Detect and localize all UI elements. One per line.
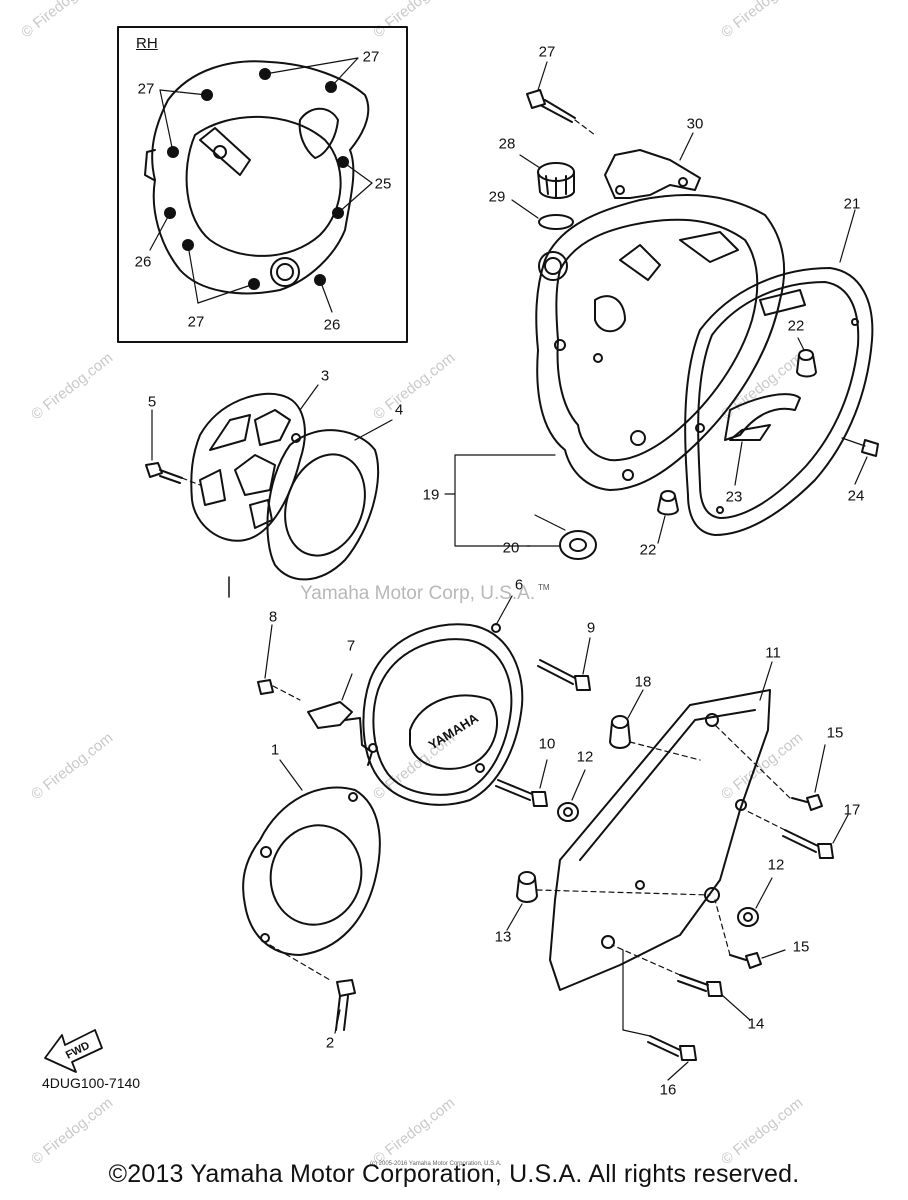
callout-number: 29 xyxy=(488,188,506,206)
tm-mark: TM xyxy=(538,583,550,592)
part-11-plate xyxy=(549,661,773,991)
callout-number: 20 xyxy=(502,539,520,557)
part-30-bracket xyxy=(604,132,701,199)
part-3-plate xyxy=(190,392,306,542)
part-24-bolt xyxy=(841,437,879,485)
callout-number: 25 xyxy=(374,175,392,193)
callout-number: 7 xyxy=(346,637,356,655)
part-23-shoe xyxy=(724,393,801,486)
callout-number: 1 xyxy=(270,741,280,759)
tiny-notice: (c) 2005-2016 Yamaha Motor Corporation, … xyxy=(370,1161,502,1167)
part-21-gasket xyxy=(684,209,874,536)
part-19-crankcase-cover xyxy=(535,194,786,491)
part-16-bolt xyxy=(622,949,697,1081)
callout-number: 3 xyxy=(320,367,330,385)
cover-logo: YAMAHA xyxy=(426,710,482,753)
callout-number: 26 xyxy=(134,253,152,271)
part-29-oring xyxy=(511,199,574,230)
callout-number: 6 xyxy=(514,576,524,594)
callout-number: 27 xyxy=(187,313,205,331)
part-10-bolt xyxy=(495,759,548,807)
center-watermark: Yamaha Motor Corp, U.S.A. xyxy=(300,583,536,604)
part-12-collar xyxy=(737,877,773,927)
callout-number: 5 xyxy=(147,393,157,411)
callout-number: 21 xyxy=(843,195,861,213)
part-19-bracket xyxy=(454,454,556,547)
callout-number: 24 xyxy=(847,487,865,505)
callout-number: 27 xyxy=(538,43,556,61)
callout-number: 30 xyxy=(686,115,704,133)
callout-number: 10 xyxy=(538,735,556,753)
callout-number: 15 xyxy=(792,938,810,956)
part-6-clutch-cover xyxy=(344,595,524,806)
callout-number: 2 xyxy=(325,1034,335,1052)
callout-number: 8 xyxy=(268,608,278,626)
callout-number: 14 xyxy=(747,1015,765,1033)
callout-number: 16 xyxy=(659,1081,677,1099)
part-8-bolt xyxy=(257,624,301,701)
part-4-gasket xyxy=(266,429,380,581)
callout-number: 9 xyxy=(586,619,596,637)
callout-number: 18 xyxy=(634,673,652,691)
callout-number: 15 xyxy=(826,724,844,742)
part-13-spacer xyxy=(506,871,711,931)
part-18-spacer xyxy=(609,689,701,761)
fwd-arrow-icon xyxy=(44,1029,103,1073)
part-5-bolt xyxy=(145,462,201,486)
callout-number: 22 xyxy=(787,317,805,335)
part-2-bolt xyxy=(269,944,356,1034)
callout-number: 27 xyxy=(137,80,155,98)
part-22-pin xyxy=(657,490,679,544)
part-14-bolt xyxy=(611,944,751,1021)
part-20-seal xyxy=(526,514,597,560)
callout-number: 28 xyxy=(498,135,516,153)
part-7-bracket xyxy=(307,673,353,729)
rh-cover-outline xyxy=(144,60,370,295)
callout-number: 26 xyxy=(323,316,341,334)
callout-number: 23 xyxy=(725,488,743,506)
callout-number: 22 xyxy=(639,541,657,559)
part-15-bolt xyxy=(714,899,786,969)
part-15-bolt xyxy=(714,724,826,811)
copyright-notice: ©2013 Yamaha Motor Corporation, U.S.A. A… xyxy=(108,1160,800,1188)
callout-number: 4 xyxy=(394,401,404,419)
callout-number: 12 xyxy=(576,748,594,766)
callout-number: 27 xyxy=(362,48,380,66)
callout-number: 11 xyxy=(765,644,781,662)
part-22-pin xyxy=(796,337,817,378)
callout-number: 12 xyxy=(767,856,785,874)
inset-label: RH xyxy=(136,35,158,52)
part-12-collar xyxy=(557,769,586,822)
part-27-bolt xyxy=(526,61,596,136)
part-17-bolt xyxy=(744,809,849,859)
document-code: 4DUG100-7140 xyxy=(42,1075,141,1091)
callout-number: 17 xyxy=(843,801,861,819)
callout-number: 13 xyxy=(494,928,512,946)
part-28-cap xyxy=(519,154,575,199)
callout-number: 19 xyxy=(422,486,440,504)
inset-frame xyxy=(117,26,408,343)
inset-leader-lines xyxy=(149,57,373,313)
part-1-cover xyxy=(242,759,381,956)
part-9-bolt xyxy=(537,637,591,691)
